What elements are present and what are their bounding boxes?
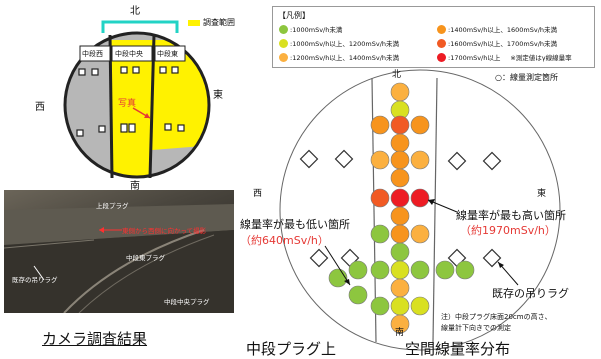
- legend-swatch: [437, 38, 446, 48]
- dose-point: [370, 296, 390, 316]
- legend-item: :1200mSv/h以上、1400mSv/h未満: [279, 52, 399, 62]
- caption-main: 中段プラグ上: [246, 340, 337, 358]
- footnote-line-1: 注）中段プラグ床面20cmの高さ、: [441, 313, 552, 321]
- legend-swatch: [279, 52, 288, 62]
- dose-point: [390, 278, 410, 298]
- map-north: 北: [392, 70, 402, 80]
- photo-lifting-lug-label: 既存の吊りラグ: [12, 276, 58, 284]
- highest-point-value: （約1970mSv/h）: [460, 224, 556, 237]
- compass-south: 南: [130, 181, 140, 192]
- dose-point: [348, 260, 368, 280]
- dose-point: [410, 224, 430, 244]
- dose-point: [348, 285, 368, 305]
- legend-note: ※測定値はγ線線量率: [510, 54, 572, 62]
- plug-east-label: 中段東: [157, 50, 178, 58]
- caption-sub: 空間線量率分布: [405, 340, 511, 358]
- dose-point: [390, 296, 410, 316]
- legend: 【凡例】 :1000mSv/h未満 :1000mSv/h以上、1200mSv/h…: [272, 6, 595, 68]
- compass-north: 北: [130, 6, 140, 17]
- photo-center-plug-label: 中段中央プラグ: [164, 298, 210, 306]
- dose-point: [390, 314, 410, 334]
- legend-item: :1000mSv/h未満: [279, 24, 342, 34]
- map-west: 西: [253, 189, 263, 199]
- dose-point: [328, 268, 348, 288]
- dose-point: [410, 188, 430, 208]
- photo-east-plug-label: 中段東プラグ: [126, 254, 165, 262]
- survey-range-bracket: [101, 20, 179, 33]
- lowest-point-value: （約640mSv/h）: [240, 234, 329, 247]
- dose-point: [390, 260, 410, 280]
- legend-swatch: [279, 24, 288, 34]
- dose-point: [435, 260, 455, 280]
- photo-location-label: 写真: [118, 99, 137, 109]
- dose-point: [390, 82, 410, 102]
- legend-swatch: [437, 24, 446, 34]
- legend-swatch: [437, 52, 446, 62]
- compass-east: 東: [213, 90, 223, 101]
- photo-upper-plug-label: 上段プラグ: [96, 202, 129, 210]
- footnote-line-2: 線量計下向きでの測定: [441, 324, 511, 332]
- dose-point: [370, 115, 390, 135]
- dose-point: [390, 206, 410, 226]
- dose-point: [390, 150, 410, 170]
- dose-point: [410, 296, 430, 316]
- legend-swatch: [279, 38, 288, 48]
- dose-point: [390, 133, 410, 153]
- compass-west: 西: [35, 102, 45, 113]
- survey-range-swatch: [188, 20, 200, 26]
- highest-point-label: 線量率が最も高い箇所: [456, 209, 566, 222]
- dose-point: [370, 188, 390, 208]
- camera-photo: 上段プラグ 東側から西側に向かって撮影 中段東プラグ 既存の吊りラグ 中段中央プ…: [4, 190, 234, 313]
- lowest-point-label: 線量率が最も低い箇所: [240, 218, 350, 231]
- measure-point-label: ○：線量測定箇所: [495, 73, 558, 82]
- dose-point: [410, 150, 430, 170]
- legend-item: :1000mSv/h以上、1200mSv/h未満: [279, 38, 399, 48]
- dose-points: [328, 82, 475, 334]
- dose-point: [390, 168, 410, 188]
- survey-range-label: 調査範囲: [203, 18, 235, 27]
- existing-lug-label: 既存の吊りラグ: [492, 287, 569, 300]
- dose-point: [370, 260, 390, 280]
- map-south: 南: [395, 328, 405, 338]
- dose-point: [390, 188, 410, 208]
- legend-item: :1400mSv/h以上、1600mSv/h未満: [437, 24, 557, 34]
- dose-point: [410, 260, 430, 280]
- dose-point: [455, 260, 475, 280]
- legend-title: 【凡例】: [278, 11, 310, 20]
- photo-direction-note: 東側から西側に向かって撮影: [122, 227, 207, 235]
- plug-west-label: 中段西: [82, 50, 103, 58]
- camera-caption: カメラ調査結果: [42, 330, 148, 348]
- legend-item: :1700mSv/h以上 ※測定値はγ線線量率: [437, 52, 572, 62]
- dose-point: [390, 224, 410, 244]
- dose-point: [390, 242, 410, 262]
- dose-point: [390, 115, 410, 135]
- dose-point: [410, 115, 430, 135]
- map-east: 東: [537, 189, 547, 199]
- legend-item: :1600mSv/h以上、1700mSv/h未満: [437, 38, 557, 48]
- dose-point: [370, 150, 390, 170]
- plug-center-label: 中段中央: [115, 50, 143, 58]
- dose-point: [370, 224, 390, 244]
- plug-layout-diagram: [63, 20, 211, 179]
